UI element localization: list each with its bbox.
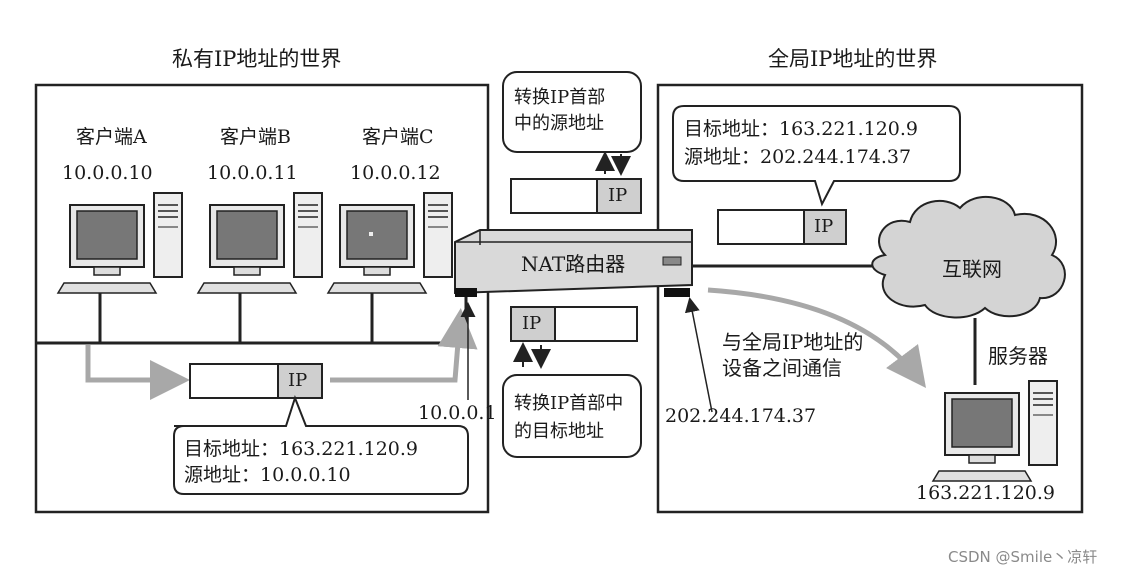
server-ip: 163.221.120.9 [916,482,1056,504]
router-lan-ip: 10.0.0.1 [418,402,497,424]
client-b-label: 客户端B [220,126,291,148]
router-bottom-note-bubble [502,374,642,458]
watermark: CSDN @Smile丶凉轩 [948,548,1098,566]
router-top-note-line2: 中的源地址 [514,113,604,134]
global-packet-ip-label: IP [814,216,834,237]
server-computer-icon [932,380,1058,482]
client-b-computer-icon [197,192,323,294]
flow-arrow-to-router [330,308,478,383]
private-world-title: 私有IP地址的世界 [172,47,342,71]
router-bottom-note-line1: 转换IP首部中 [514,393,624,414]
flow-arrow-left [85,345,190,400]
client-b-ip: 10.0.0.11 [207,162,298,184]
private-world-box [34,83,490,514]
global-world-title: 全局IP地址的世界 [768,47,938,71]
global-world-box [656,83,1084,514]
client-a-label: 客户端A [76,126,147,148]
router-top-note-line1: 转换IP首部 [514,87,606,108]
client-a-computer-icon [57,192,183,294]
router-top-note-bubble [502,71,642,153]
private-packet-ip-label: IP [288,370,308,391]
client-c-ip: 10.0.0.12 [350,162,441,184]
global-note-dest: 目标地址：163.221.120.9 [684,118,919,140]
router-top-packet-ip-label: IP [608,185,628,206]
client-c-label: 客户端C [362,126,434,148]
client-a-ip: 10.0.0.10 [62,162,153,184]
router-bottom-note-line2: 的目标地址 [514,421,604,442]
internet-cloud-icon [871,195,1066,319]
router-wan-ip: 202.244.174.37 [665,405,817,427]
nat-router-box [454,229,693,295]
private-note-src: 源地址：10.0.0.10 [184,464,351,486]
router-bottom-packet-ip-label: IP [522,313,542,334]
internet-label: 互联网 [942,257,1002,281]
client-c-computer-icon [327,192,453,294]
nat-router-label: NAT路由器 [521,252,626,276]
comm-note-line1: 与全局IP地址的 [722,330,864,354]
global-note-src: 源地址：202.244.174.37 [684,146,912,168]
server-label: 服务器 [988,344,1048,368]
private-note-dest: 目标地址：163.221.120.9 [184,438,419,460]
comm-note-line2: 设备之间通信 [722,356,842,380]
private-note-bubble [173,395,469,495]
flow-arrow-to-server [707,287,927,388]
global-note-bubble [672,105,961,207]
